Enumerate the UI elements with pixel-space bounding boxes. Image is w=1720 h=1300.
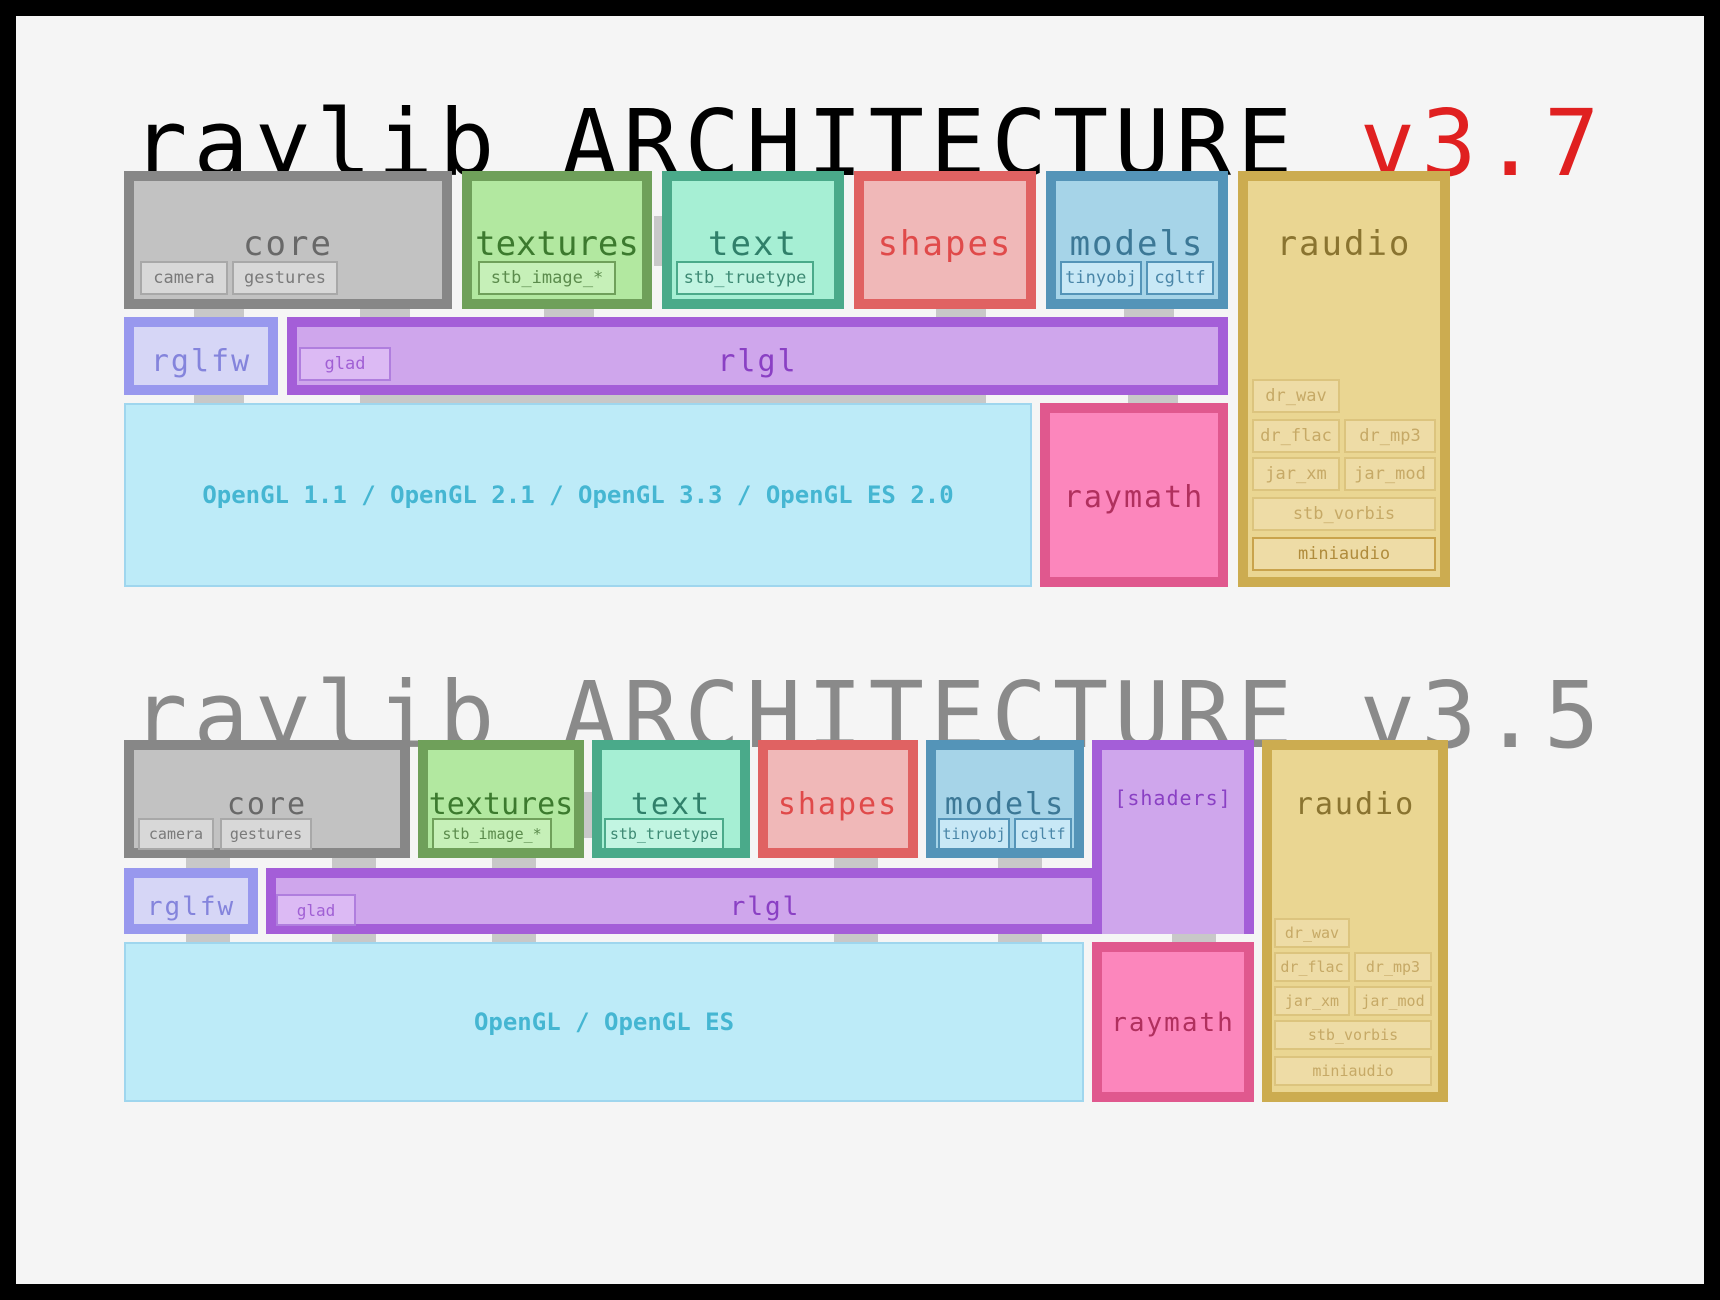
module-label: raymath (1111, 1008, 1235, 1038)
module-text: text stb_truetype (662, 171, 844, 309)
module-label: shapes (877, 224, 1013, 264)
module-raymath: raymath (1092, 942, 1254, 1102)
module-shapes: shapes (758, 740, 918, 858)
module-text: text stb_truetype (592, 740, 750, 858)
submodule-glad: glad (299, 347, 391, 381)
submodule-miniaudio: miniaudio (1252, 537, 1436, 571)
module-label: [shaders] (1114, 786, 1232, 810)
submodule-stb-truetype: stb_truetype (676, 261, 814, 295)
module-label: rglfw (150, 344, 252, 379)
submodule-tinyobj: tinyobj (938, 818, 1010, 850)
submodule-dr-mp3: dr_mp3 (1354, 952, 1432, 982)
module-rglfw: rglfw (124, 868, 258, 934)
module-label: rlgl (729, 892, 801, 922)
submodule-jar-xm: jar_xm (1274, 986, 1350, 1016)
module-label: text (708, 224, 798, 264)
submodule-dr-wav: dr_wav (1252, 379, 1340, 413)
module-label: models (1069, 224, 1205, 264)
submodule-stb-image: stb_image_* (432, 818, 552, 850)
module-models: models tinyobj cgltf (926, 740, 1084, 858)
module-opengl: OpenGL 1.1 / OpenGL 2.1 / OpenGL 3.3 / O… (124, 403, 1032, 587)
submodule-tinyobj: tinyobj (1060, 261, 1142, 295)
module-label: raudio (1294, 787, 1416, 822)
submodule-stb-truetype: stb_truetype (604, 818, 724, 850)
module-label: textures (475, 224, 639, 264)
submodule-dr-flac: dr_flac (1252, 419, 1340, 453)
module-shaders: [shaders] (1092, 740, 1254, 934)
module-raymath: raymath (1040, 403, 1228, 587)
submodule-dr-wav: dr_wav (1274, 918, 1350, 948)
module-label: core (226, 787, 308, 822)
submodule-gestures: gestures (232, 261, 338, 295)
submodule-jar-xm: jar_xm (1252, 457, 1340, 491)
module-rlgl: rlgl glad (266, 868, 1254, 934)
submodule-jar-mod: jar_mod (1344, 457, 1436, 491)
module-opengl: OpenGL / OpenGL ES (124, 942, 1084, 1102)
submodule-cgltf: cgltf (1146, 261, 1214, 295)
module-textures: textures stb_image_* (462, 171, 652, 309)
diagram-canvas: raylib ARCHITECTURE v3.7 core camera ges… (16, 16, 1704, 1284)
submodule-cgltf: cgltf (1014, 818, 1072, 850)
submodule-stb-image: stb_image_* (478, 261, 616, 295)
module-rglfw: rglfw (124, 317, 278, 395)
submodule-dr-flac: dr_flac (1274, 952, 1350, 982)
module-label: rglfw (146, 892, 236, 922)
module-models: models tinyobj cgltf (1046, 171, 1228, 309)
submodule-camera: camera (140, 261, 228, 295)
module-label: models (944, 787, 1066, 822)
rlgl-shaders-join (1102, 858, 1244, 878)
module-label: rlgl (717, 344, 798, 379)
submodule-stb-vorbis: stb_vorbis (1274, 1020, 1432, 1050)
module-raudio: raudio dr_wav dr_flac dr_mp3 jar_xm jar_… (1262, 740, 1448, 1102)
submodule-glad: glad (276, 894, 356, 926)
module-raudio: raudio dr_wav dr_flac dr_mp3 jar_xm jar_… (1238, 171, 1450, 587)
module-core: core camera gestures (124, 740, 410, 858)
module-label: raymath (1063, 480, 1205, 515)
submodule-miniaudio: miniaudio (1274, 1056, 1432, 1086)
submodule-gestures: gestures (220, 818, 312, 850)
module-label: raudio (1276, 224, 1412, 264)
submodule-dr-mp3: dr_mp3 (1344, 419, 1436, 453)
module-label: core (243, 224, 333, 264)
module-textures: textures stb_image_* (418, 740, 584, 858)
submodule-jar-mod: jar_mod (1354, 986, 1432, 1016)
submodule-stb-vorbis: stb_vorbis (1252, 497, 1436, 531)
module-label: textures (428, 787, 574, 822)
module-rlgl: rlgl glad (287, 317, 1228, 395)
module-core: core camera gestures (124, 171, 452, 309)
submodule-camera: camera (138, 818, 214, 850)
module-label: shapes (777, 787, 899, 822)
module-shapes: shapes (854, 171, 1036, 309)
module-label: text (630, 787, 712, 822)
